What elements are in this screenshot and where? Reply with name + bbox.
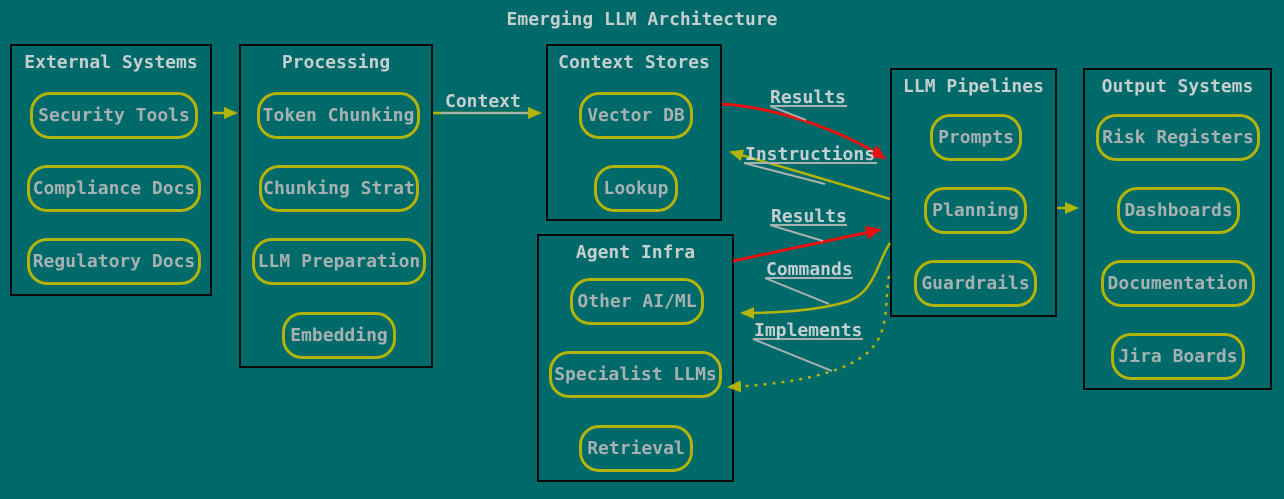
node-compliance-docs: Compliance Docs — [27, 165, 201, 212]
cluster-agent-infra: Agent Infra Other AI/ML Specialist LLMs … — [537, 234, 734, 482]
node-planning: Planning — [924, 187, 1027, 234]
node-regulatory-docs: Regulatory Docs — [27, 238, 201, 285]
node-vector-db: Vector DB — [579, 92, 693, 139]
cluster-title-processing: Processing — [281, 52, 391, 73]
edge-agent-to-llm — [732, 225, 882, 263]
edge-label-results-top: Results — [770, 87, 846, 108]
cluster-title-agent-infra: Agent Infra — [575, 242, 696, 263]
cluster-title-output-systems: Output Systems — [1101, 76, 1254, 97]
node-risk-registers: Risk Registers — [1096, 114, 1260, 161]
edge-label-context: Context — [445, 91, 521, 112]
diagram-title: Emerging LLM Architecture — [506, 9, 778, 30]
decorate-results-top — [769, 105, 807, 121]
node-lookup: Lookup — [594, 165, 678, 212]
node-retrieval: Retrieval — [579, 425, 693, 472]
node-token-chunking: Token Chunking — [257, 92, 420, 139]
edge-label-implements: Implements — [754, 320, 863, 341]
decorate-implements — [752, 338, 833, 372]
cluster-external-systems: External Systems Security Tools Complian… — [10, 44, 212, 296]
cluster-llm-pipelines: LLM Pipelines Prompts Planning Guardrail… — [890, 68, 1057, 317]
edge-label-commands: Commands — [766, 259, 853, 280]
node-dashboards: Dashboards — [1117, 187, 1240, 234]
node-embedding: Embedding — [282, 312, 396, 359]
node-other-ai-ml: Other AI/ML — [570, 278, 704, 325]
edge-label-instructions: Instructions — [745, 144, 876, 165]
cluster-context-stores: Context Stores Vector DB Lookup — [546, 44, 722, 221]
node-guardrails: Guardrails — [914, 260, 1037, 307]
cluster-title-context-stores: Context Stores — [558, 52, 710, 73]
node-chunking-strat: Chunking Strat — [259, 165, 419, 212]
cluster-title-external-systems: External Systems — [24, 52, 198, 73]
cluster-output-systems: Output Systems Risk Registers Dashboards… — [1083, 68, 1272, 390]
edge-label-results-bottom: Results — [771, 206, 847, 227]
decorate-commands — [764, 277, 830, 305]
cluster-title-llm-pipelines: LLM Pipelines — [903, 76, 1044, 97]
node-prompts: Prompts — [930, 114, 1022, 161]
node-jira-boards: Jira Boards — [1111, 333, 1245, 380]
cluster-processing: Processing Token Chunking Chunking Strat… — [239, 44, 433, 368]
node-specialist-llms: Specialist LLMs — [549, 351, 722, 398]
decorate-results-bottom — [769, 224, 824, 242]
node-documentation: Documentation — [1101, 260, 1255, 307]
node-llm-preparation: LLM Preparation — [252, 238, 426, 285]
decorate-instructions — [743, 162, 826, 185]
node-security-tools: Security Tools — [30, 92, 198, 139]
